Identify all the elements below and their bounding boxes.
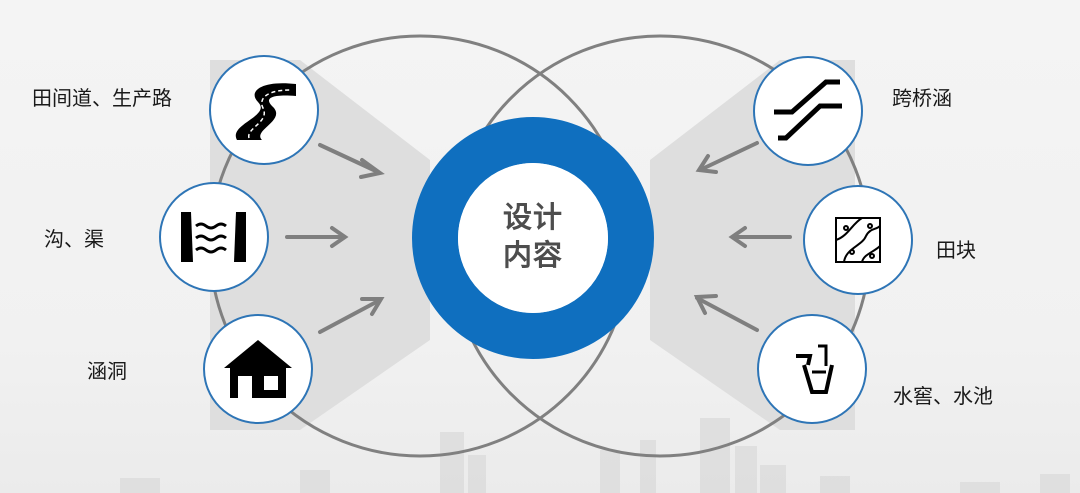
road-node	[209, 55, 319, 165]
label-cellar: 水窖、水池	[893, 384, 993, 408]
arrow-culvert	[318, 297, 385, 334]
ditch-node	[159, 182, 269, 292]
arrow-cellar	[693, 294, 759, 332]
field-plot-icon	[835, 217, 881, 263]
culvert-node	[203, 314, 313, 424]
center-title-line2: 内容	[502, 238, 563, 272]
center-ring	[412, 117, 654, 359]
label-culvert: 涵洞	[87, 359, 127, 383]
label-bridge: 跨桥涵	[892, 86, 952, 110]
water-channel-icon	[181, 212, 246, 262]
house-icon	[224, 340, 292, 398]
arrow-ditch	[285, 226, 349, 248]
center-title: 设计 内容	[470, 198, 596, 274]
arrow-field	[728, 226, 792, 248]
label-ditch: 沟、渠	[44, 227, 104, 251]
bridge-node	[753, 56, 863, 166]
field-node	[803, 185, 913, 295]
bridge-icon	[774, 79, 842, 141]
winding-road-icon	[235, 83, 296, 140]
center-title-line1: 设计	[502, 200, 563, 234]
arrow-bridge	[695, 141, 759, 174]
label-road: 田间道、生产路	[32, 86, 172, 110]
center-disc	[458, 163, 608, 313]
cellar-node	[757, 314, 867, 424]
label-field: 田块	[936, 238, 976, 262]
arrow-road	[318, 143, 385, 179]
water-tank-icon	[796, 344, 834, 394]
